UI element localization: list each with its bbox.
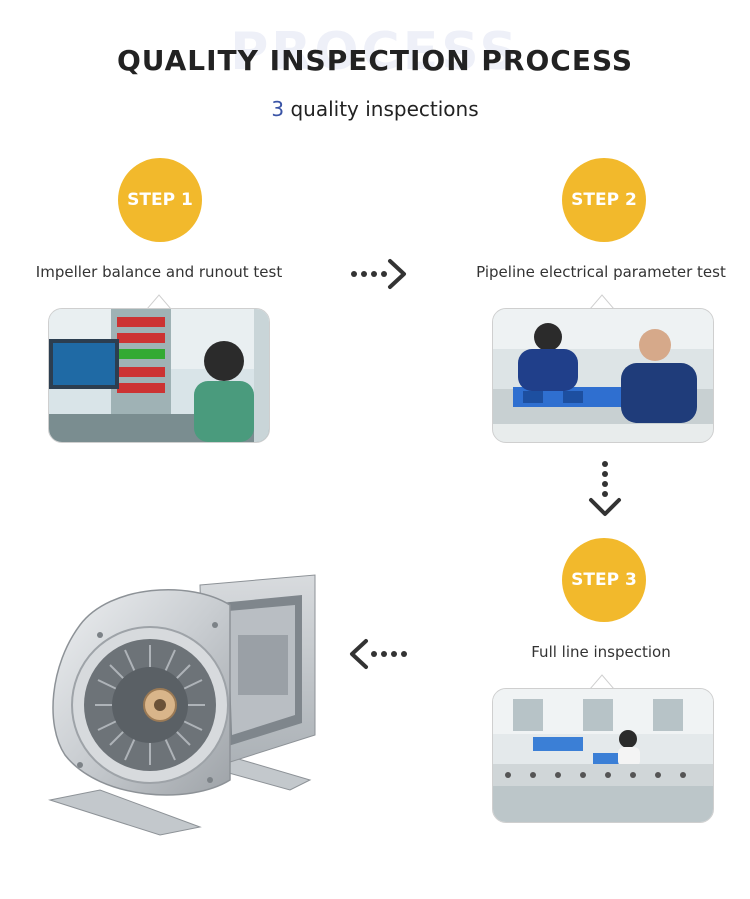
balance-test-photo-icon [48,308,270,443]
step-2-caption: Pipeline electrical parameter test [476,263,726,281]
step-1-badge: STEP 1 [118,158,202,242]
electrical-test-photo-icon [492,308,714,443]
arrow-right-icon [350,258,410,290]
page-subtitle: 3 quality inspections [0,97,750,121]
full-line-photo-icon [492,688,714,823]
step-3-caption: Full line inspection [531,643,671,661]
step-1-caption: Impeller balance and runout test [35,263,283,281]
subtitle-number: 3 [271,97,285,121]
centrifugal-blower-fan-icon [40,565,330,850]
arrow-left-icon [348,638,408,670]
subtitle-text: quality inspections [284,97,479,121]
step-2-badge: STEP 2 [562,158,646,242]
step-3-badge: STEP 3 [562,538,646,622]
header-watermark: PROCESS [230,22,520,82]
page-title: QUALITY INSPECTION PROCESS [116,44,634,77]
arrow-down-icon [587,460,623,520]
